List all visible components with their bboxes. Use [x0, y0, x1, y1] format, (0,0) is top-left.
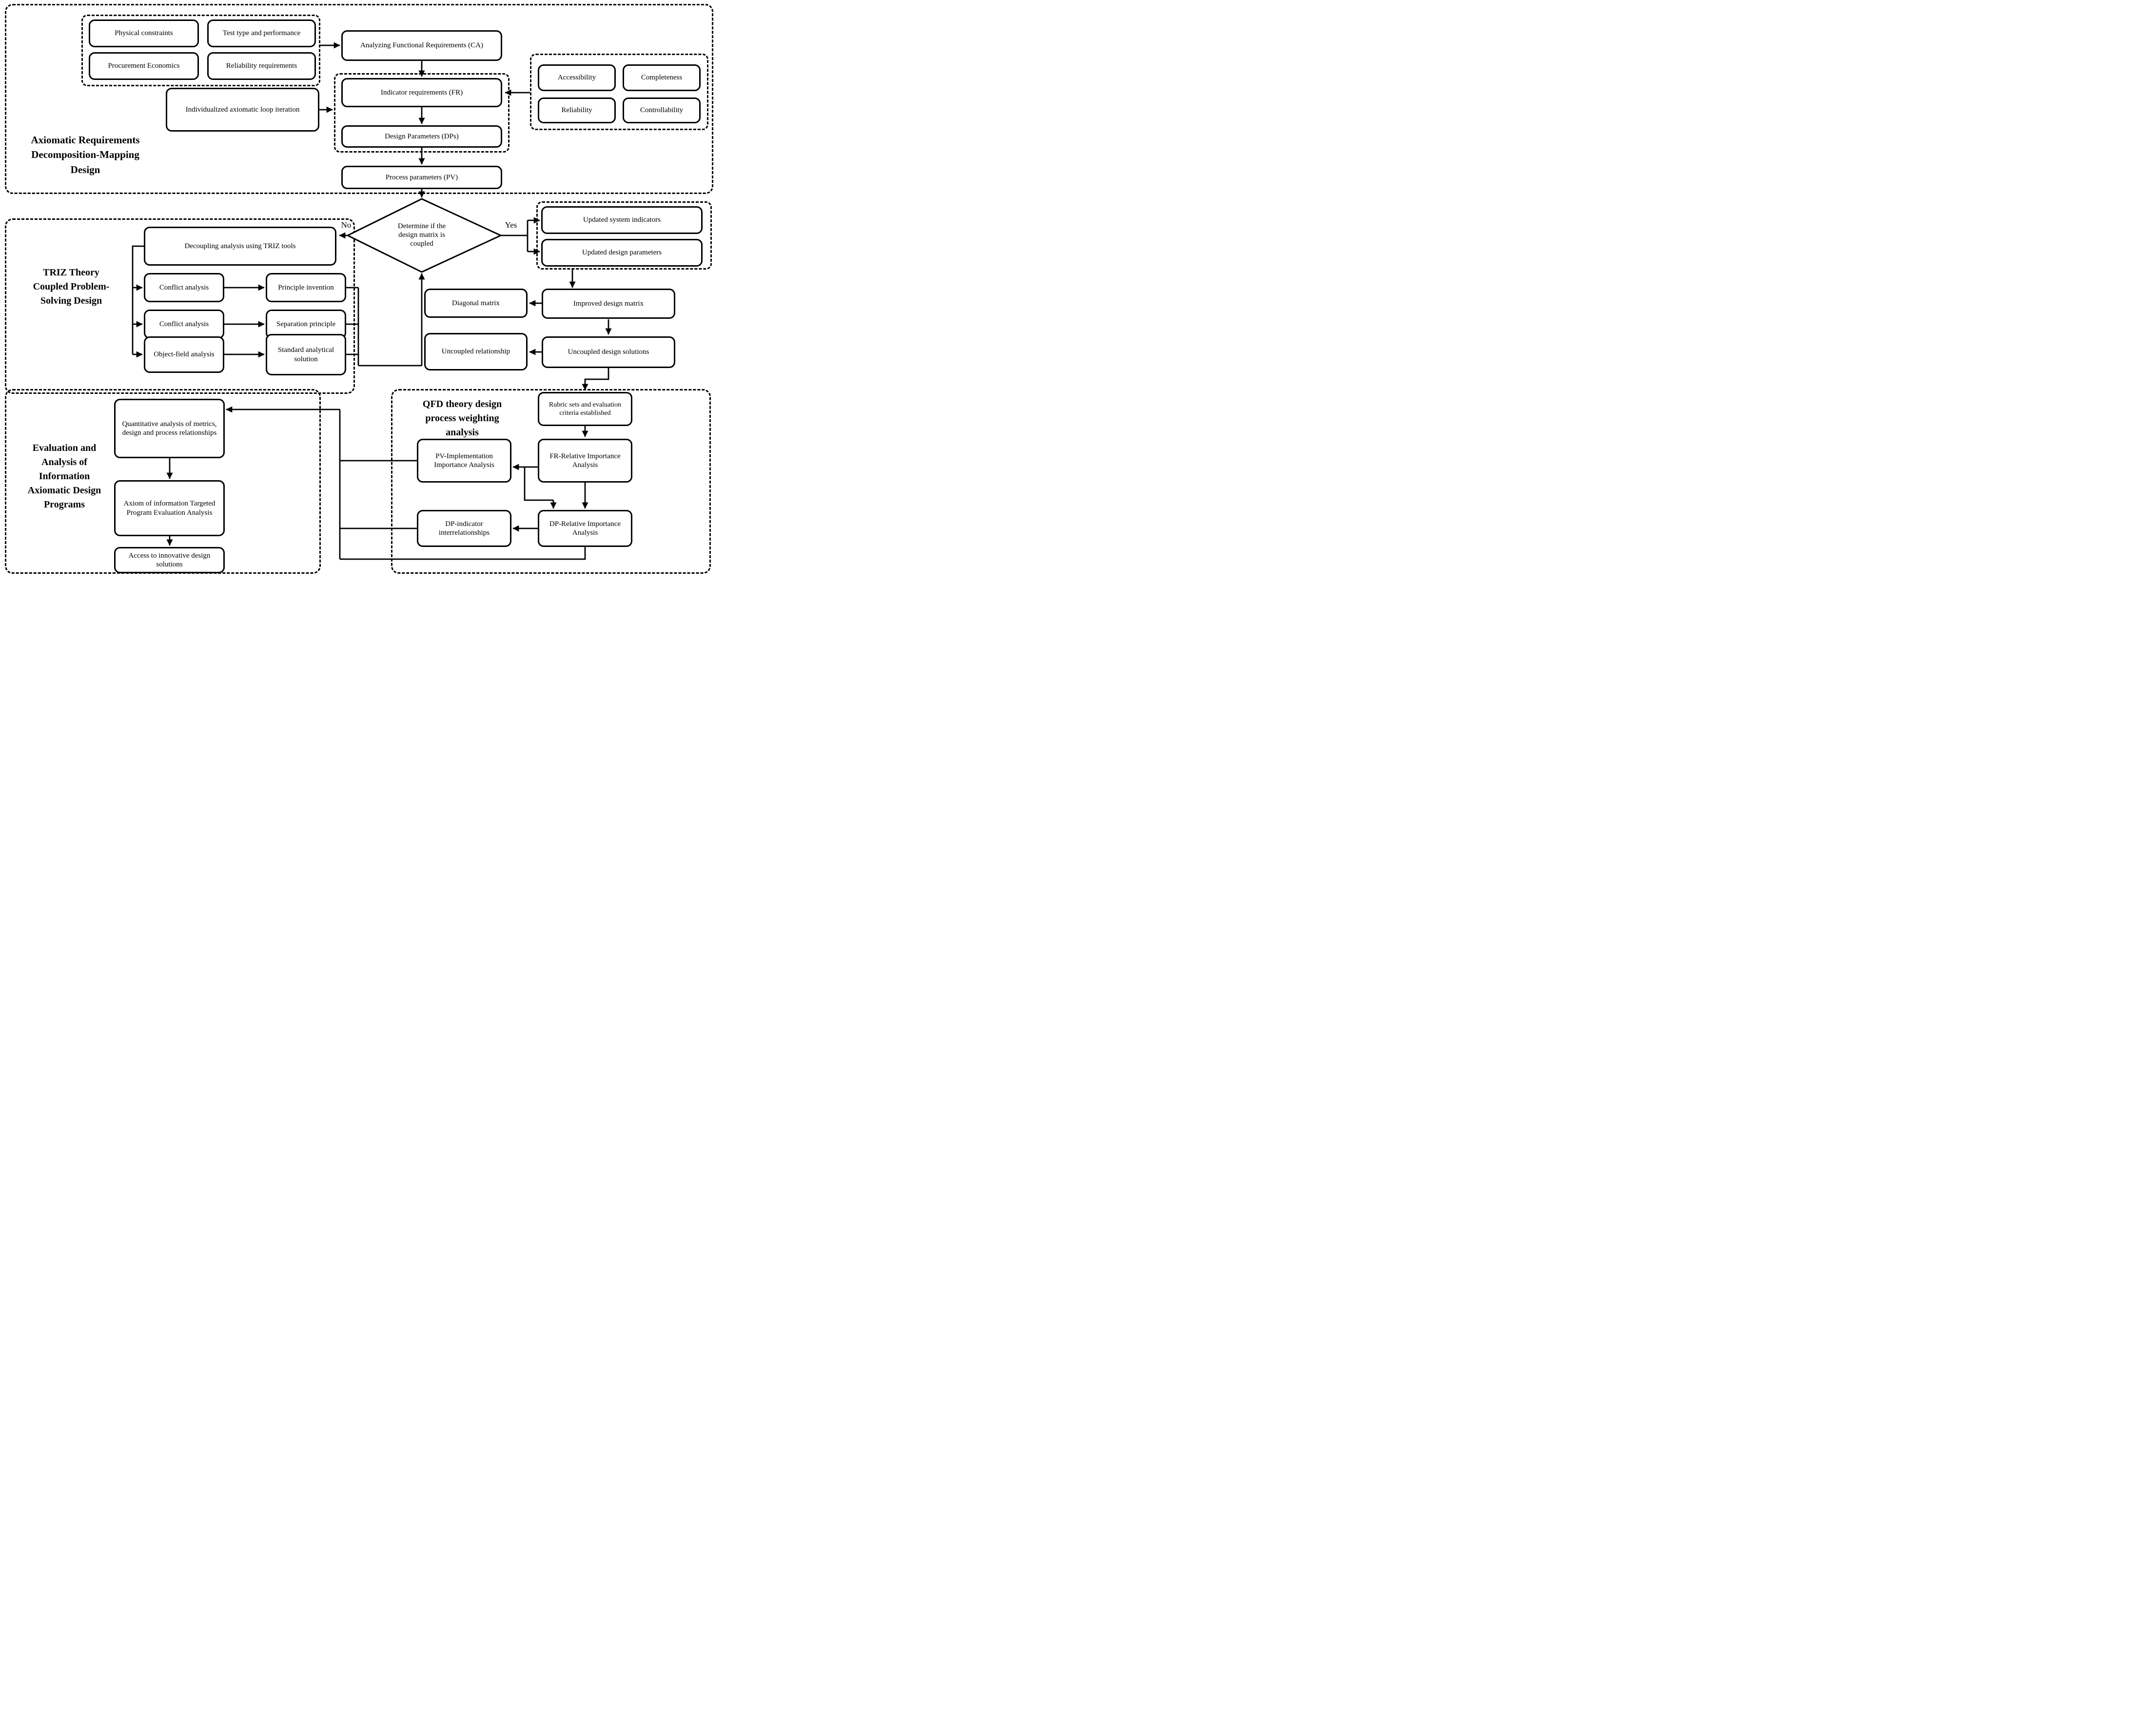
node-completeness: Completeness [623, 64, 701, 91]
node-individualized: Individualized axiomatic loop iteration [166, 88, 319, 132]
node-reliability-requirements: Reliability requirements [207, 52, 316, 80]
frimp-branch-elbow [524, 467, 553, 501]
node-physical-constraints: Physical constraints [89, 19, 199, 47]
node-controllability: Controllability [623, 97, 701, 123]
node-updated-indicators: Updated system indicators [541, 206, 703, 234]
node-object-field: Object-field analysis [144, 336, 224, 373]
node-analyzing-fr: Analyzing Functional Requirements (CA) [341, 30, 502, 61]
flow-diagram: Axiomatic Requirements Decomposition-Map… [0, 0, 719, 577]
decision-text: Determine if the design matrix is couple… [397, 222, 446, 248]
node-improved-matrix: Improved design matrix [542, 289, 675, 319]
node-access-innovative: Access to innovative design solutions [114, 547, 225, 573]
decision-diamond [346, 198, 503, 273]
node-procurement: Procurement Economics [89, 52, 199, 80]
section-qfd-frame [391, 389, 711, 574]
node-rubric-sets: Rubric sets and evaluation criteria esta… [538, 392, 632, 426]
dpimp-exit-line [340, 547, 586, 560]
node-fr-importance: FR-Relative Importance Analysis [538, 439, 632, 483]
decision-no-label: No [341, 220, 352, 230]
node-dp-indicator: DP-indicator interrelationships [417, 510, 511, 547]
yes-branch-trunk [501, 220, 529, 252]
section-qfd-label: QFD theory design process weighting anal… [422, 399, 502, 438]
node-updated-parameters: Updated design parameters [541, 239, 703, 267]
section-triz-label: TRIZ Theory Coupled Problem- Solving Des… [33, 267, 110, 306]
node-dp-importance: DP-Relative Importance Analysis [538, 510, 632, 547]
node-process-parameters: Process parameters (PV) [341, 166, 502, 189]
section-axiomatic-label: Axiomatic Requirements Decomposition-Map… [31, 134, 140, 175]
section-triz-frame [5, 218, 355, 394]
node-uncoupled-solutions: Uncoupled design solutions [542, 336, 675, 368]
section-axiomatic-frame [5, 4, 713, 194]
triz-trunk [132, 245, 144, 354]
node-test-type: Test type and performance [207, 19, 316, 47]
node-diagonal-matrix: Diagonal matrix [424, 289, 528, 318]
node-principle-invention: Principle invention [266, 273, 346, 302]
customer-inputs-frame [81, 15, 320, 86]
updated-frame [536, 201, 712, 270]
connector-layer [132, 42, 612, 560]
node-conflict-analysis-2: Conflict analysis [144, 310, 224, 339]
node-standard-solution: Standard analytical solution [266, 334, 346, 375]
node-indicator-requirements: Indicator requirements (FR) [341, 78, 502, 107]
node-accessibility: Accessibility [538, 64, 616, 91]
node-pv-importance: PV-Implementation Importance Analysis [417, 439, 511, 483]
node-design-parameters: Design Parameters (DPs) [341, 125, 502, 148]
node-uncoupled-relationship: Uncoupled relationship [424, 333, 528, 370]
node-conflict-analysis-1: Conflict analysis [144, 273, 224, 302]
arrow-uncoupled-to-rubric [582, 368, 609, 390]
decision-yes-label: Yes [505, 220, 517, 230]
triz-output-collector [346, 287, 422, 367]
node-decoupling: Decoupling analysis using TRIZ tools [144, 227, 336, 266]
node-reliability: Reliability [538, 97, 616, 123]
node-axiom-information: Axiom of information Targeted Program Ev… [114, 480, 225, 536]
section-evaluation-label: Evaluation and Analysis of Information A… [27, 443, 101, 510]
node-quantitative: Quantitative analysis of metrics, design… [114, 399, 225, 458]
indicator-criteria-frame [530, 54, 708, 130]
